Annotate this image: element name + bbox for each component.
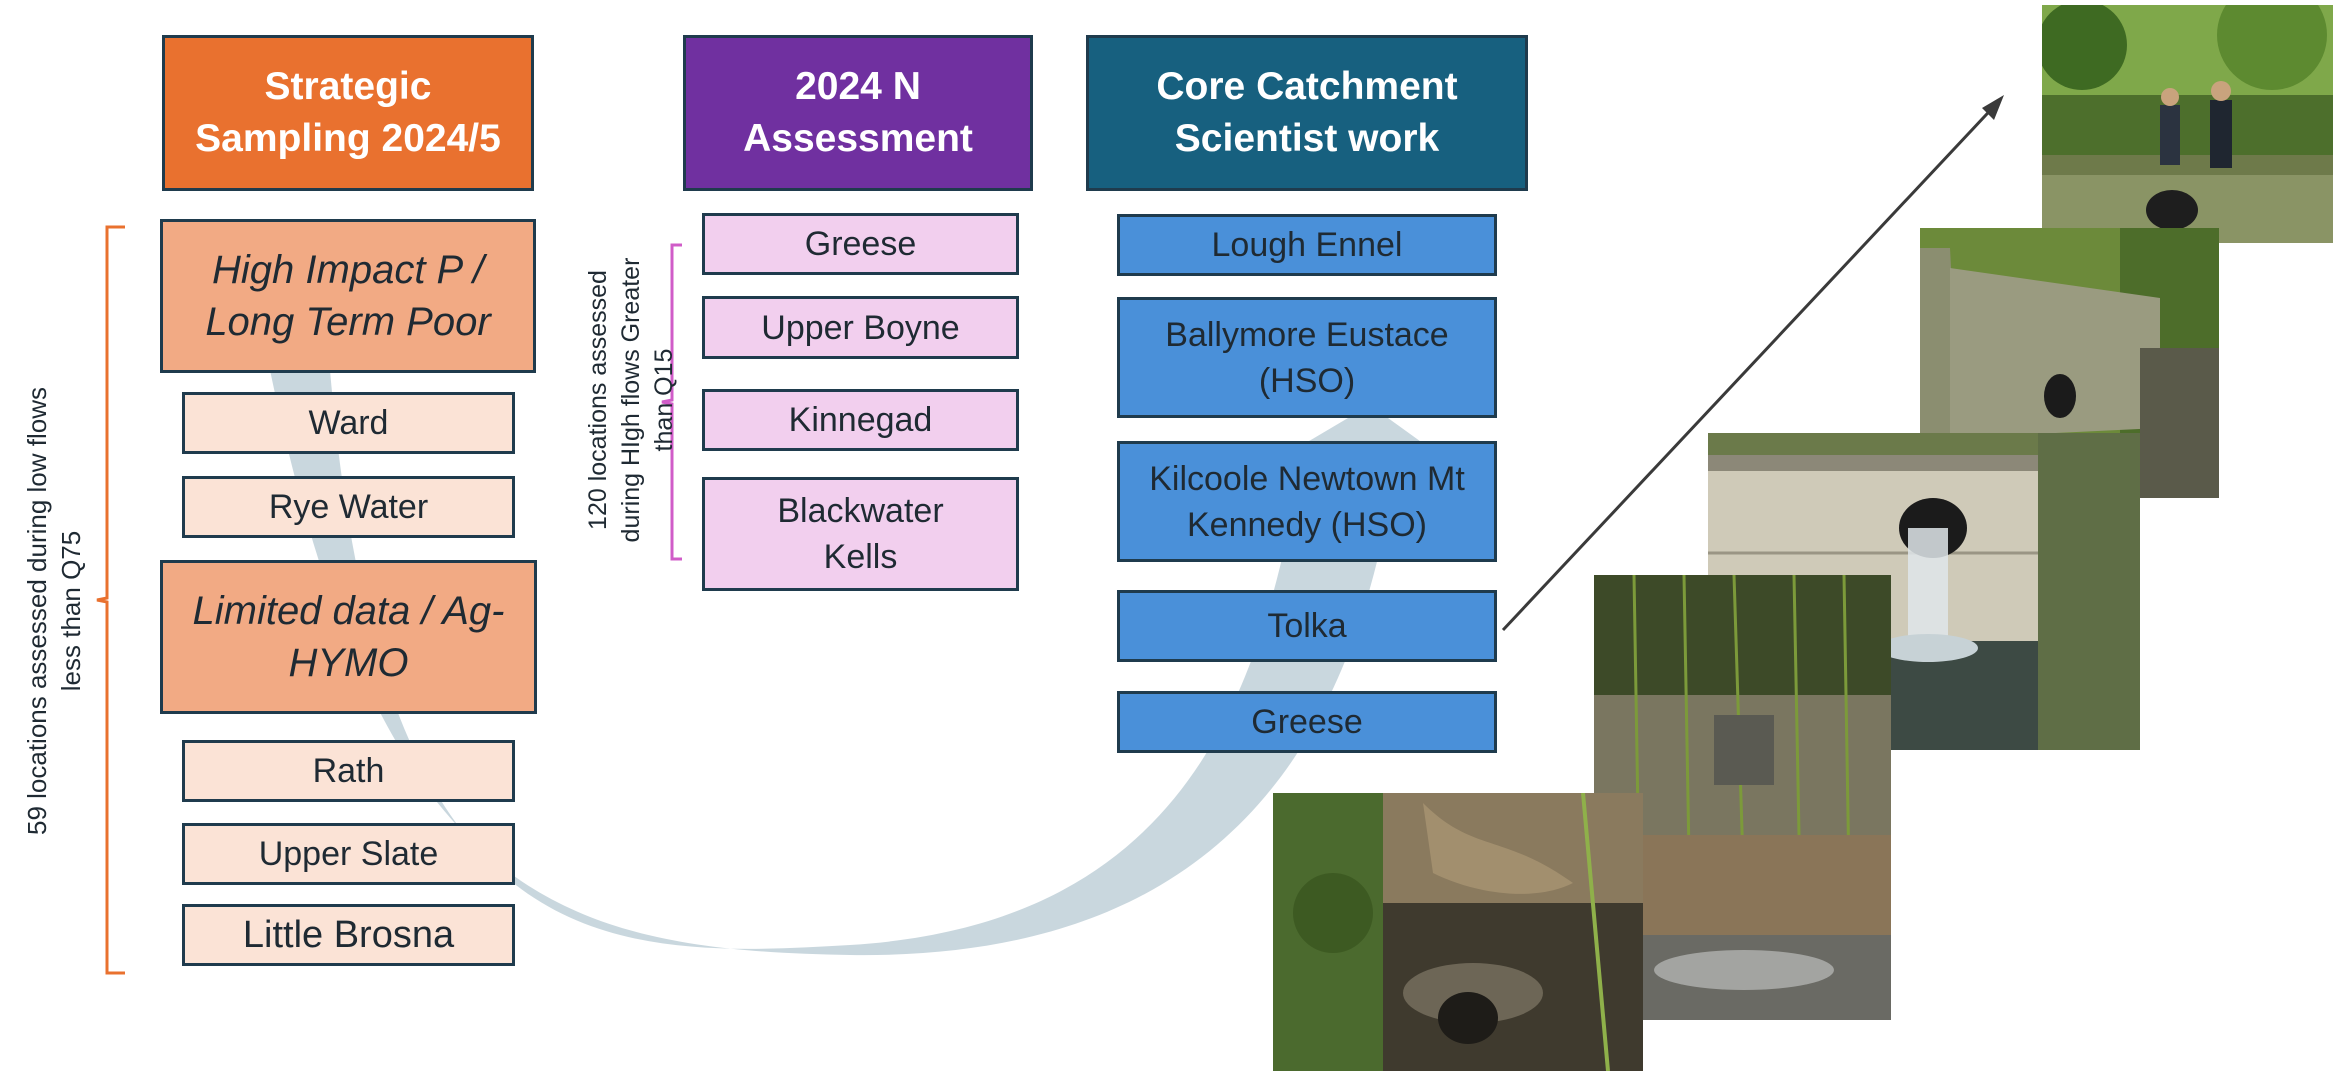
high-impact-group-box: High Impact P / Long Term Poor bbox=[160, 219, 536, 373]
low-flow-bracket bbox=[96, 225, 125, 975]
site-box-ward: Ward bbox=[182, 392, 515, 454]
site-box-rye-water: Rye Water bbox=[182, 476, 515, 538]
limited-data-group-box: Limited data / Ag- HYMO bbox=[160, 560, 537, 714]
high-flow-bracket bbox=[661, 243, 682, 561]
site-box-greese-core: Greese bbox=[1117, 691, 1497, 753]
strategic-sampling-header: Strategic Sampling 2024/5 bbox=[162, 35, 534, 191]
site-box-blackwater-kells: Blackwater Kells bbox=[702, 477, 1019, 591]
site-box-rath: Rath bbox=[182, 740, 515, 802]
site-box-kilcoole-newtown: Kilcoole Newtown Mt Kennedy (HSO) bbox=[1117, 441, 1497, 562]
site-photo-bank-pipe bbox=[1273, 793, 1643, 1071]
site-box-lough-ennel: Lough Ennel bbox=[1117, 214, 1497, 276]
core-catchment-header: Core Catchment Scientist work bbox=[1086, 35, 1528, 191]
site-photo-stream-roots bbox=[1594, 575, 1891, 1020]
site-box-little-brosna: Little Brosna bbox=[182, 904, 515, 966]
n-assessment-header: 2024 N Assessment bbox=[683, 35, 1033, 191]
site-box-greese: Greese bbox=[702, 213, 1019, 275]
site-box-upper-boyne: Upper Boyne bbox=[702, 296, 1019, 359]
site-box-upper-slate: Upper Slate bbox=[182, 823, 515, 885]
site-box-ballymore-eustace: Ballymore Eustace (HSO) bbox=[1117, 297, 1497, 418]
site-photo-weir-outfall bbox=[1708, 433, 2140, 750]
site-box-tolka: Tolka bbox=[1117, 590, 1497, 662]
low-flow-note: 59 locations assessed during low flows l… bbox=[22, 386, 86, 836]
high-flow-note: 120 locations assessed during HIgh flows… bbox=[584, 257, 678, 543]
site-photo-outfall-people bbox=[2042, 5, 2333, 243]
site-box-kinnegad: Kinnegad bbox=[702, 389, 1019, 451]
